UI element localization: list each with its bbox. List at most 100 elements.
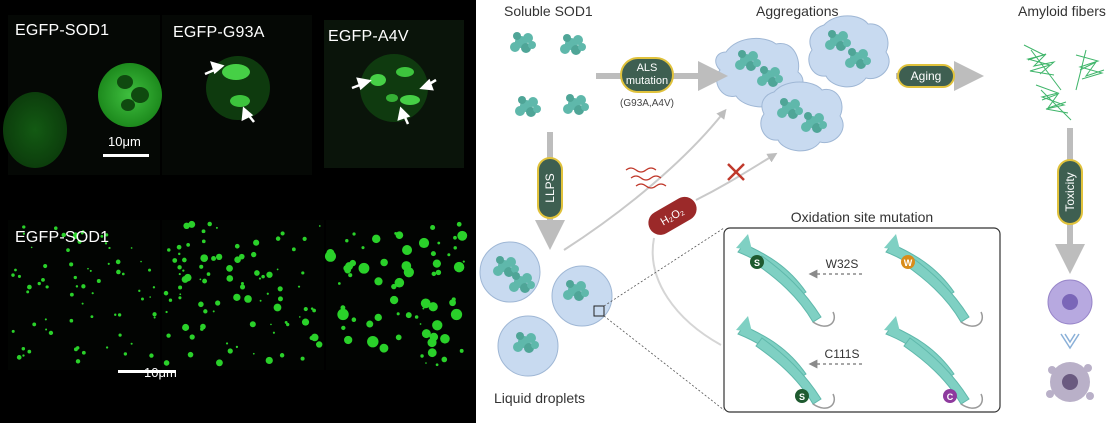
fluorescent-droplet [318,225,321,227]
scale-label-bottom: 10μm [144,365,177,380]
fluorescent-droplet [166,333,171,338]
fluorescent-droplet [279,353,285,358]
aggregate-blob [760,81,844,152]
fluorescent-droplet [310,333,319,342]
fluorescent-droplet [105,346,109,349]
fluorescent-droplet [405,312,412,319]
blocked-x-icon [727,163,745,181]
fluorescent-droplet [261,274,265,279]
fluorescent-droplet [253,239,260,246]
aging-pill [897,64,955,88]
fluorescent-droplet [163,290,169,296]
fluorescent-droplet [249,321,256,328]
fluorescent-droplet [183,222,190,229]
fluorescent-droplet [453,246,457,250]
fluorescent-droplet [456,221,462,227]
fluorescent-droplet [380,258,388,267]
fluorescent-droplet [361,246,365,250]
fluorescent-droplet [37,281,41,286]
zoom-line [603,315,725,411]
fluorescent-droplet [212,310,215,313]
fluorescent-droplet [374,277,383,286]
fluorescent-droplet [104,242,108,245]
fluorescent-droplet [22,225,26,229]
aggregations-title: Aggregations [756,3,839,19]
fluorescent-droplet [429,332,439,342]
fluorescent-droplet [374,313,382,322]
nucleolus [117,75,133,89]
fluorescent-droplet [69,292,74,297]
fluorescent-droplet [73,232,78,238]
fluorescent-droplet [114,313,117,316]
fluorescent-droplet [81,284,86,289]
fluorescent-droplet [430,251,436,257]
badge-c-icon [943,389,957,403]
badge-w-icon [901,255,915,269]
fluorescent-droplet [272,331,275,334]
fluorescent-droplet [14,268,17,272]
soluble-sod1-title: Soluble SOD1 [504,3,593,19]
fluorescent-droplet [240,282,244,286]
fluorescent-droplet [265,356,273,365]
fluorescent-droplet [239,284,246,290]
fluorescent-droplet [341,325,346,331]
fluorescent-droplet [187,351,194,358]
fluorescent-droplet [432,320,443,331]
fluorescent-droplet [89,269,92,272]
fluorescent-droplet [140,297,144,301]
fluorescent-droplet [81,302,84,305]
cell-nucleus [1062,294,1078,310]
droplet-field [11,220,468,367]
fluorescent-droplet [453,235,457,240]
fluorescent-droplet [453,261,465,273]
scale-bar-top [103,154,149,157]
fluorescent-droplet [291,247,296,252]
fluorescent-droplet [107,262,110,265]
fluorescent-droplet [202,278,208,284]
badge-s-icon [750,255,764,269]
fluorescent-droplet [395,334,402,341]
fluorescent-droplet [252,352,255,355]
fluorescent-droplet [21,347,26,351]
nucleolus [131,87,149,103]
llps-label: LLPS [543,173,557,202]
aggregate-spot [400,95,420,105]
fluorescent-droplet [163,360,170,366]
zoom-box [593,305,605,317]
fluorescent-droplet [227,348,233,354]
toxicity-pill [1057,159,1083,225]
fluorescent-droplet [435,363,439,367]
fluorescent-droplet [431,271,437,277]
fluorescent-droplet [344,335,353,345]
fluorescent-droplet [207,221,212,227]
fluorescent-droplet [379,343,389,353]
fluorescent-droplet [100,234,104,238]
fluorescent-droplet [414,315,419,319]
fluorescent-droplet [430,224,436,231]
fluorescent-droplet [130,247,133,249]
fluorescent-droplet [66,248,70,252]
arrow-blocked [695,152,778,201]
fluorescent-droplet [153,316,156,319]
fluorescent-droplet [178,296,182,300]
fluorescent-droplet [81,350,86,355]
fluorescent-droplet [27,349,32,354]
fluorescent-droplet [22,232,26,235]
fluorescent-droplet [358,262,370,274]
fluorescent-droplet [96,279,101,284]
fluorescent-droplet [11,273,15,277]
badge-s-icon [795,389,809,403]
fluorescent-droplet [425,362,427,364]
als-mutation-line2: mutation [626,75,668,87]
fluorescent-droplet [172,258,178,263]
fluorescent-droplet [152,312,157,317]
fluorescent-droplet [225,342,229,345]
fluorescent-droplet [303,307,308,312]
fluorescent-droplet [259,299,262,302]
fluorescent-droplet [402,245,413,256]
fluorescent-droplet [301,271,305,275]
fluorescent-droplet [367,335,379,348]
fluorescent-droplet [177,265,182,270]
fluorescent-droplet [389,295,399,305]
fluorescent-droplet [234,243,240,249]
